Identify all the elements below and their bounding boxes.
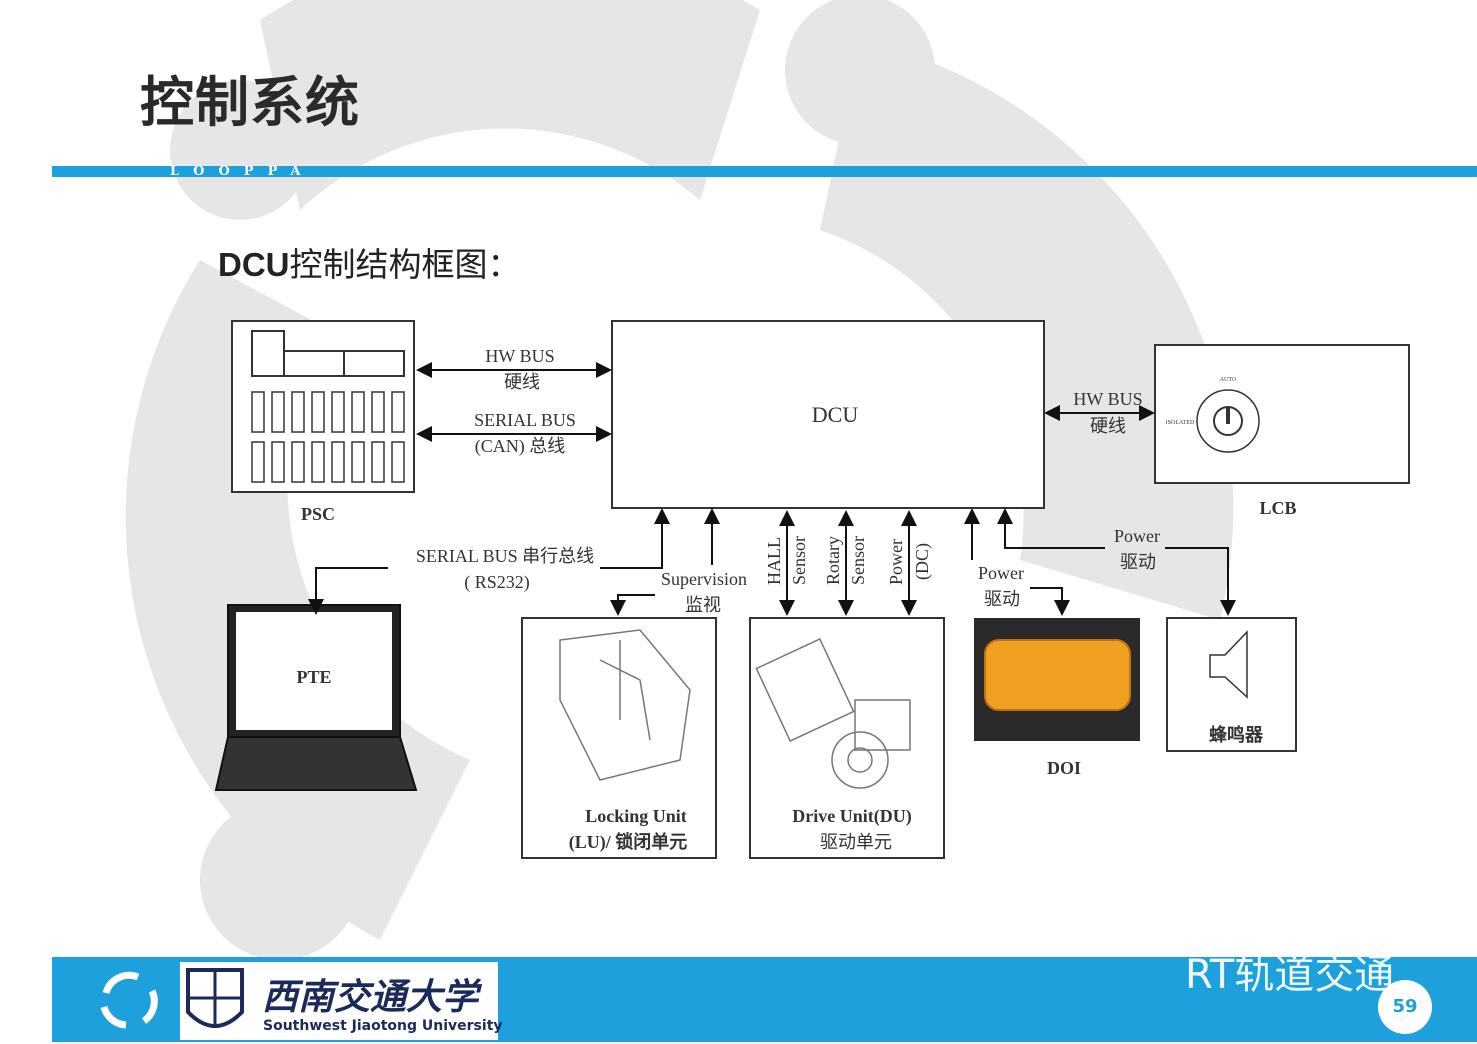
university-badge	[180, 962, 498, 1040]
power-doi-cn: 驱动	[984, 589, 1020, 609]
brand-bar	[52, 166, 1477, 177]
brand-bar-text: LOOPPA	[170, 164, 315, 179]
power-doi-label: Power	[978, 563, 1024, 583]
loop-logo-icon	[100, 971, 158, 1029]
supervision-label: Supervision	[661, 569, 747, 589]
power-buzzer-label: Power	[1114, 526, 1160, 546]
drive-unit-label-2: 驱动单元	[820, 832, 892, 852]
rotary-sensor-label-1: Rotary	[823, 536, 843, 585]
slide-title: 控制系统	[140, 71, 360, 134]
university-name-en: Southwest Jiaotong University	[263, 1018, 503, 1034]
locking-unit-label-2: (LU)/ 锁闭单元	[569, 831, 688, 853]
locking-unit-label-1: Locking Unit	[585, 806, 687, 826]
lcb-label: LCB	[1259, 498, 1296, 518]
drive-unit-label-1: Drive Unit(DU)	[792, 806, 911, 827]
doi-label: DOI	[1047, 758, 1081, 778]
subtitle-rest: 控制结构框图：	[289, 245, 521, 284]
wechat-watermark: RT轨道交通	[1185, 952, 1395, 998]
page-number: 59	[1378, 980, 1432, 1034]
university-name-cn: 西南交通大学	[262, 976, 479, 1018]
dcu-label: DCU	[812, 402, 859, 427]
lcb-isolated-label: ISOLATED	[1166, 420, 1195, 426]
hw-bus-left-cn: 硬线	[504, 372, 540, 392]
power-buzzer-cn: 驱动	[1120, 552, 1156, 572]
subtitle-bold: DCU	[218, 246, 290, 283]
pte-label: PTE	[296, 667, 331, 687]
dcu-box	[611, 320, 1045, 509]
supervision-cn: 监视	[685, 595, 721, 615]
psc-box	[231, 320, 415, 493]
serial-bus-can-label: SERIAL BUS	[474, 410, 576, 430]
lcb-box	[1154, 344, 1410, 484]
serial-bus-rs232-sub: ( RS232)	[464, 572, 530, 593]
diagram-subtitle: DCU控制结构框图：	[218, 238, 521, 286]
power-dc-label-2: (DC)	[912, 543, 933, 580]
buzzer-box	[1166, 617, 1297, 752]
university-crest-icon	[186, 968, 244, 1028]
hw-bus-right-label: HW BUS	[1073, 389, 1142, 409]
buzzer-label: 蜂鸣器	[1209, 724, 1264, 745]
lcb-auto-label: AUTO	[1220, 377, 1237, 383]
hall-sensor-label-1: HALL	[764, 537, 784, 585]
speaker-icon	[1209, 630, 1248, 699]
psc-label: PSC	[301, 504, 335, 524]
key-switch-icon	[1196, 389, 1260, 453]
power-dc-label-1: Power	[886, 539, 906, 585]
hw-bus-left-label: HW BUS	[485, 346, 554, 366]
hw-bus-right-cn: 硬线	[1090, 416, 1126, 436]
serial-bus-rs232-label: SERIAL BUS 串行总线	[416, 546, 594, 566]
serial-bus-can-cn: (CAN) 总线	[475, 436, 566, 457]
drive-unit-box	[749, 617, 945, 859]
rotary-sensor-label-2: Sensor	[848, 536, 868, 585]
hall-sensor-label-2: Sensor	[789, 536, 809, 585]
